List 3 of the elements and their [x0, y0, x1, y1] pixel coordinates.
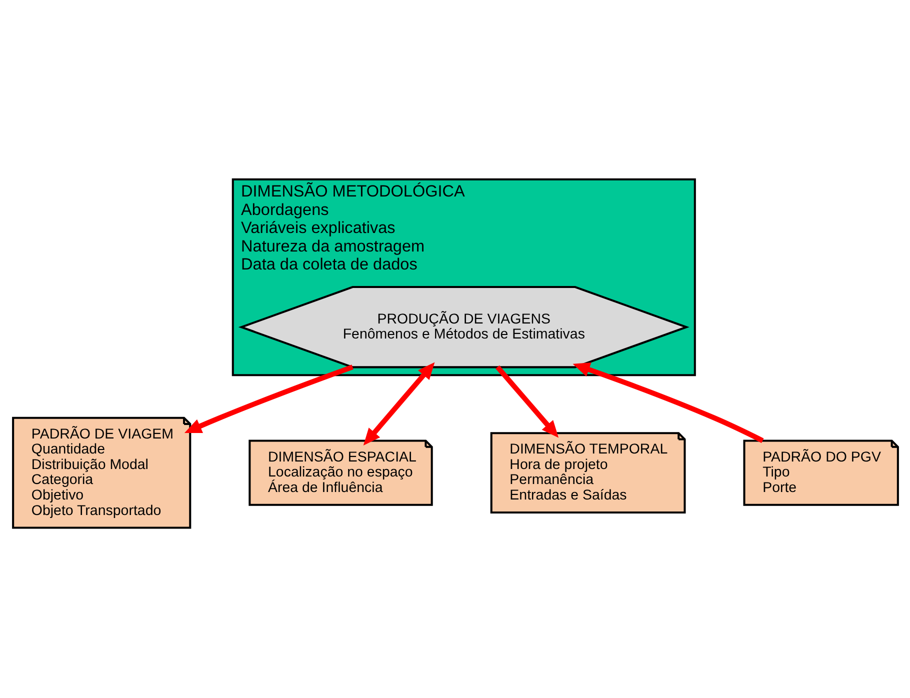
arrow: [572, 362, 764, 442]
arrow: [362, 362, 434, 445]
arrow: [495, 364, 558, 438]
